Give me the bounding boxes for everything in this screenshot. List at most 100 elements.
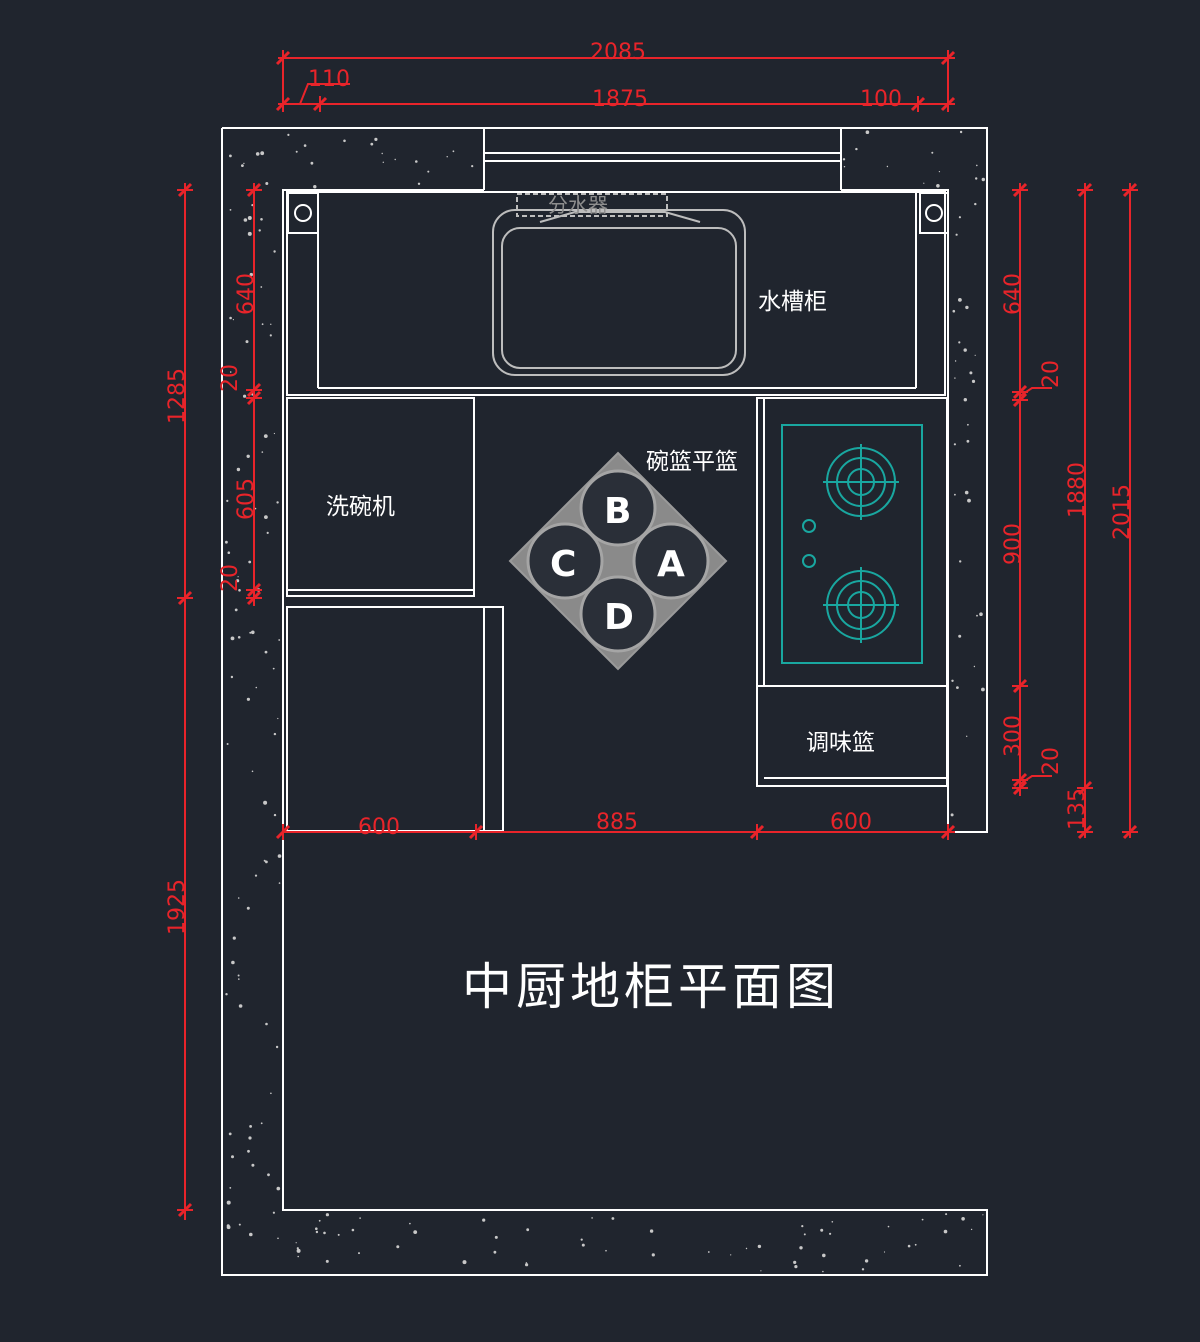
wall-speckle <box>803 1233 806 1236</box>
wall-speckle <box>907 1244 911 1248</box>
wall-speckle <box>278 882 281 884</box>
dimension-tick <box>1012 392 1028 408</box>
wall-speckle <box>273 732 277 736</box>
basket-letter-c: C <box>550 544 576 585</box>
dimension-tick <box>246 382 262 398</box>
wall-speckle <box>230 675 234 679</box>
wall-speckle <box>954 493 956 496</box>
wall-texture <box>225 130 985 1273</box>
wall-speckle <box>963 398 967 402</box>
wall-speckle <box>236 467 241 472</box>
wall-speckle <box>287 133 290 136</box>
wall-speckle <box>413 1230 418 1234</box>
wall-speckle <box>864 1259 869 1263</box>
wall-speckle <box>275 1045 279 1049</box>
wall-speckle <box>970 1228 973 1231</box>
wall-speckle <box>415 160 418 163</box>
wall-speckle <box>591 1217 593 1219</box>
wall-speckle <box>273 813 277 817</box>
wall-speckle <box>255 686 258 689</box>
wall-speckle <box>277 717 279 720</box>
wall-speckle <box>243 162 245 165</box>
wall-speckle <box>243 218 248 222</box>
wall-speckle <box>229 371 232 373</box>
wall-speckle <box>249 631 252 634</box>
basket-letter-d: D <box>604 597 634 638</box>
dimension-tick <box>312 96 328 112</box>
dim-left-605: 605 <box>234 478 259 520</box>
wall-speckle <box>251 204 254 207</box>
wall-speckle <box>255 152 260 156</box>
wall-speckle <box>261 323 264 326</box>
wall-speckle <box>238 1004 243 1008</box>
dimension-tick <box>246 390 262 406</box>
wall-speckle <box>245 340 249 344</box>
wall-speckle <box>822 1253 826 1258</box>
dimension-tick <box>1012 772 1028 788</box>
dimension-tick <box>1012 678 1028 694</box>
wall-speckle <box>246 697 250 701</box>
wall-speckle <box>651 1253 655 1257</box>
wall-speckle <box>351 1228 355 1232</box>
wall-speckle <box>254 507 257 510</box>
wall-speckle <box>234 608 238 612</box>
wall-speckle <box>265 860 268 864</box>
wall-speckle <box>237 897 240 899</box>
wall-speckle <box>829 1232 832 1235</box>
wall-outer-left-bottom <box>221 128 988 1276</box>
wall-speckle <box>396 1245 400 1249</box>
wall-speckle <box>966 439 970 443</box>
wall-speckle <box>981 177 985 182</box>
wall-speckle <box>323 1231 326 1235</box>
wall-speckle <box>241 164 244 168</box>
wall-speckle <box>272 667 275 670</box>
wall-speckle <box>261 451 264 453</box>
wall-speckle <box>248 1136 252 1140</box>
dimension-tick <box>940 50 956 66</box>
wall-speckle <box>938 171 941 173</box>
wall-speckle <box>254 874 258 877</box>
wall-speckle <box>232 936 236 940</box>
wall-speckle <box>229 316 232 320</box>
wall-speckle <box>270 323 272 325</box>
wall-speckle <box>229 209 232 211</box>
corner-cabinet <box>286 606 504 832</box>
dim-top-mid: 1875 <box>592 87 648 112</box>
wall-speckle <box>251 1163 255 1167</box>
corner-post-right-icon <box>919 192 949 234</box>
wall-speckle <box>267 1173 270 1177</box>
wall-speckle <box>264 650 268 654</box>
wall-speckle <box>976 614 978 617</box>
wall-speckle <box>237 636 241 639</box>
wall-speckle <box>263 859 266 862</box>
dimension-tick <box>246 590 262 606</box>
wall-speckle <box>248 560 252 564</box>
wall-speckle <box>959 130 963 134</box>
dimension-tick <box>246 182 262 198</box>
wall-speckle <box>745 1247 748 1250</box>
wall-speckle <box>914 1243 917 1246</box>
wall-speckle <box>801 1225 804 1228</box>
wall-speckle <box>247 231 252 236</box>
wall-speckle <box>382 161 384 163</box>
wall-speckle <box>359 1217 361 1219</box>
wall-speckle <box>260 218 263 221</box>
wall-speckle <box>381 152 383 155</box>
wall-speckle <box>295 150 298 153</box>
wall-speckle <box>427 170 430 173</box>
basket-letter-a: A <box>657 544 685 585</box>
water-divider-label: 分水器 <box>548 193 608 217</box>
wall-speckle <box>943 1229 948 1234</box>
dim-right-2015: 2015 <box>1110 484 1135 540</box>
wall-speckle <box>974 202 977 206</box>
dimension-tick <box>275 824 291 840</box>
wall-speckle <box>295 1242 297 1244</box>
wall-speckle <box>249 272 253 277</box>
wall-speckle <box>979 612 983 616</box>
wall-speckle <box>966 735 968 737</box>
seasoning-basket-label: 调味篮 <box>806 730 875 756</box>
dim-top-right: 100 <box>860 87 902 112</box>
dimension-lines <box>177 50 1138 1220</box>
wall-speckle <box>238 589 241 592</box>
